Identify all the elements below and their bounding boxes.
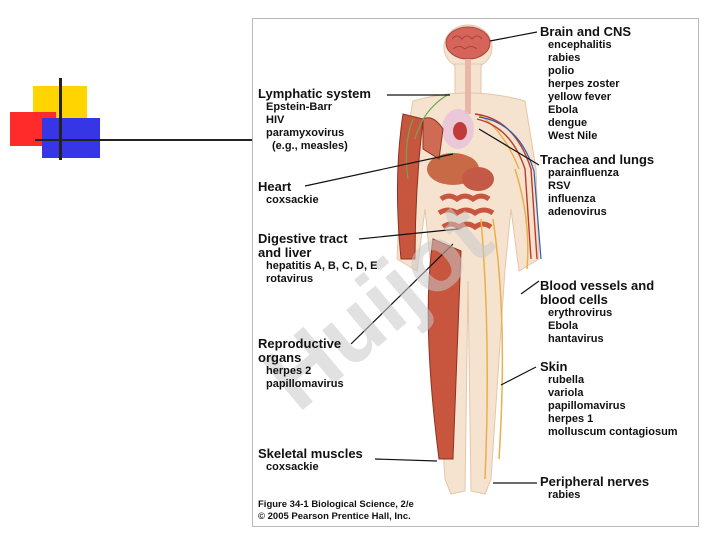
label-trachea-lungs: Trachea and lungs parainfluenza RSV infl… — [540, 153, 654, 219]
label-item: polio — [548, 65, 575, 77]
label-title: Peripheral nerves — [540, 474, 650, 489]
anatomy-figure: Huijot Brain and CNS encephalitis rabies… — [252, 18, 699, 527]
label-brain-cns: Brain and CNS encephalitis rabies polio … — [540, 25, 631, 143]
label-item: rubella — [548, 374, 585, 386]
spinal-cord — [465, 59, 471, 114]
body-illustration: Huijot — [253, 24, 542, 495]
label-item: paramyxovirus — [266, 127, 345, 139]
label-item: erythrovirus — [548, 307, 613, 319]
label-heart: Heart coxsackie — [258, 180, 319, 207]
label-lymphatic: Lymphatic system Epstein-Barr HIV paramy… — [258, 87, 371, 153]
intestines — [437, 193, 495, 231]
label-item: rotavirus — [266, 273, 314, 285]
pointer-lines — [304, 31, 540, 484]
brain — [445, 26, 491, 60]
heart-organ — [453, 122, 467, 140]
label-skin: Skin rubella variola papillomavirus herp… — [540, 360, 678, 439]
label-item: molluscum contagiosum — [548, 426, 678, 438]
label-skeletal: Skeletal muscles coxsackie — [258, 447, 363, 474]
caption-line: © 2005 Pearson Prentice Hall, Inc. — [258, 511, 411, 522]
label-item: (e.g., measles) — [272, 140, 348, 152]
label-title: Heart — [258, 179, 292, 194]
label-item: Epstein-Barr — [266, 101, 333, 113]
left-arm-muscle — [396, 113, 424, 260]
label-title: Reproductive — [258, 336, 342, 351]
label-title: blood cells — [540, 292, 608, 307]
label-item: papillomavirus — [266, 378, 344, 390]
vein-lines — [478, 116, 542, 260]
label-title: Brain and CNS — [540, 24, 632, 39]
label-item: rabies — [548, 489, 581, 501]
label-item: RSV — [548, 180, 571, 192]
label-item: HIV — [266, 114, 285, 126]
caption-line: Figure 34-1 Biological Science, 2/e — [258, 499, 414, 510]
label-item: Ebola — [548, 320, 578, 332]
figure-caption: Figure 34-1 Biological Science, 2/e © 20… — [258, 499, 414, 523]
label-item: yellow fever — [548, 91, 611, 103]
label-title: Skin — [540, 359, 568, 374]
label-item: variola — [548, 387, 584, 399]
label-item: herpes 1 — [548, 413, 594, 425]
label-item: encephalitis — [548, 39, 612, 51]
label-item: coxsackie — [266, 461, 319, 473]
label-item: hantavirus — [548, 333, 604, 345]
peripheral-nerve-lines — [478, 114, 529, 480]
label-digestive: Digestive tract and liver hepatitis A, B… — [258, 232, 377, 286]
label-item: West Nile — [548, 130, 598, 142]
label-title: Lymphatic system — [258, 86, 371, 101]
label-item: coxsackie — [266, 194, 319, 206]
stomach — [462, 167, 494, 191]
lymph-lines — [405, 93, 450, 180]
label-item: hepatitis A, B, C, D, E — [266, 260, 378, 272]
label-title: Trachea and lungs — [540, 152, 655, 167]
label-peripheral-nerves: Peripheral nerves rabies — [540, 475, 649, 502]
label-item: adenovirus — [548, 206, 607, 218]
label-reproductive: Reproductive organs herpes 2 papillomavi… — [258, 337, 344, 391]
decor-horizontal-line — [35, 139, 252, 141]
label-item: papillomavirus — [548, 400, 626, 412]
label-item: influenza — [548, 193, 596, 205]
label-item: dengue — [548, 117, 588, 129]
label-item: herpes 2 — [266, 365, 312, 377]
label-title: organs — [258, 350, 302, 365]
label-title: Digestive tract — [258, 231, 348, 246]
label-title: and liver — [258, 245, 312, 260]
label-blood: Blood vessels and blood cells erythrovir… — [540, 279, 654, 346]
decor-vertical-line — [59, 78, 62, 160]
label-item: parainfluenza — [548, 167, 619, 179]
label-item: Ebola — [548, 104, 578, 116]
label-item: rabies — [548, 52, 581, 64]
label-title: Blood vessels and — [540, 278, 655, 293]
decor-blue-square — [42, 118, 100, 158]
left-leg-muscle — [427, 238, 462, 460]
chest-muscle — [422, 117, 444, 160]
label-item: herpes zoster — [548, 78, 620, 90]
label-title: Skeletal muscles — [258, 446, 363, 461]
